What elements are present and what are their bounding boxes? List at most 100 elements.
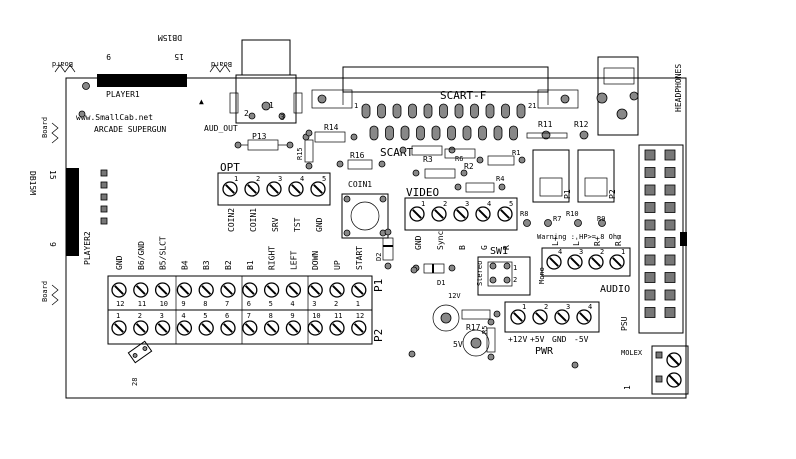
- board-mark-1: Board: [52, 60, 73, 68]
- svg-text:2: 2: [513, 276, 517, 284]
- jamma-p1-pin-number: 3: [312, 300, 316, 308]
- jamma-signal-label: B6/GND: [137, 241, 146, 270]
- scart-pin: [447, 125, 456, 141]
- opt-signal-label: SRV: [271, 217, 280, 232]
- opt-pin-number: 2: [256, 175, 260, 183]
- video-pin-number: 5: [509, 200, 513, 208]
- psu-pin: [644, 219, 656, 231]
- resistor-r1: R1: [476, 149, 526, 166]
- resistor-r5: R5: [481, 318, 496, 361]
- pin15-top: 15: [174, 52, 184, 61]
- audio-pin-number: 4: [558, 248, 562, 256]
- resistor-r14: R14: [302, 123, 358, 143]
- svg-text:R3: R3: [423, 155, 433, 164]
- svg-text:12V: 12V: [448, 292, 461, 300]
- scart-f-label: SCART-F: [440, 89, 486, 102]
- scart-pin: [408, 103, 417, 119]
- pwr-pin-number: 4: [588, 303, 592, 311]
- scart-pin: [361, 103, 371, 119]
- jamma-signal-label: UP: [333, 260, 342, 270]
- psu-pin: [644, 149, 656, 161]
- diode-d1: D1: [412, 263, 456, 287]
- coin1-label: COIN1: [348, 180, 372, 189]
- jamma-p2-pin-number: 2: [138, 312, 142, 320]
- jamma-p1-pin-number: 5: [269, 300, 273, 308]
- pwr-pin-number: 1: [522, 303, 526, 311]
- audio-pin-number: 2: [600, 248, 604, 256]
- jamma-p2-pin-number: 12: [356, 312, 364, 320]
- scart-label: SCART: [380, 146, 413, 159]
- jamma-p1-pin-number: 2: [334, 300, 338, 308]
- jamma-p1-pin-number: 6: [247, 300, 251, 308]
- jamma-p2-pin-number: 6: [225, 312, 229, 320]
- psu-pin: [644, 167, 656, 178]
- jamma-p2-pin-number: 9: [290, 312, 294, 320]
- p1-label: P1: [372, 279, 385, 292]
- scart-pin: [454, 103, 464, 119]
- svg-text:R2: R2: [464, 162, 474, 171]
- scart-pin: [439, 103, 448, 119]
- psu-pin: [664, 149, 676, 161]
- opt-signal-label: COIN2: [227, 208, 236, 232]
- psu-pin: [664, 202, 676, 213]
- pwr-signal-label: +12V: [508, 335, 527, 344]
- video-signal-label: GND: [414, 235, 423, 250]
- opt-pin-number: 4: [300, 175, 304, 183]
- coin1-button: [341, 193, 389, 239]
- jamma-p1-pin-number: 11: [138, 300, 146, 308]
- pin15-left: 15: [48, 170, 57, 180]
- audio-signal-label: L-: [572, 236, 581, 246]
- jamma-p1-pin-number: 10: [160, 300, 168, 308]
- resistor-r3: R3: [399, 145, 456, 164]
- psu-pin: [644, 202, 656, 213]
- video-signal-label: R: [502, 245, 511, 250]
- pwr-signal-label: GND: [552, 335, 567, 344]
- pwr-pin-number: 3: [566, 303, 570, 311]
- board-mark-3: Board: [41, 117, 49, 138]
- svg-text:R17: R17: [466, 323, 481, 332]
- small-chip: [127, 340, 153, 364]
- svg-text:R1: R1: [512, 149, 520, 157]
- svg-text:1: 1: [513, 264, 517, 272]
- video-pin-number: 2: [443, 200, 447, 208]
- svg-text:Stereo: Stereo: [476, 261, 484, 286]
- db15-left-label: DB15M: [28, 171, 37, 195]
- psu-1-label: 1: [623, 385, 632, 390]
- audio-pin-number: 1: [621, 248, 625, 256]
- psu-pin: [644, 289, 656, 301]
- svg-text:R9: R9: [597, 215, 605, 223]
- video-signal-label: B: [458, 245, 467, 250]
- jamma-signal-label: START: [355, 246, 364, 270]
- opt-pin-number: 3: [278, 175, 282, 183]
- jamma-signal-label: GND: [115, 255, 124, 270]
- resistor-r4: R4: [454, 175, 506, 193]
- video-signal-label: Sync: [436, 231, 445, 250]
- aud-pin-1: 1: [269, 101, 274, 110]
- svg-text:P1: P1: [563, 189, 572, 199]
- scart-pin: [509, 125, 518, 141]
- svg-text:5V: 5V: [453, 340, 463, 349]
- diode-d2: D2: [375, 228, 394, 270]
- scart-pin: [369, 125, 379, 141]
- svg-text:R14: R14: [324, 123, 339, 132]
- product-label: ARCADE SUPERGUN: [94, 125, 166, 134]
- aud-out-label: AUD_OUT: [204, 124, 238, 133]
- resistor-p13: P13: [234, 132, 294, 151]
- r11-label: R11: [538, 120, 553, 129]
- jamma-signal-label: DOWN: [311, 251, 320, 270]
- svg-text:R16: R16: [350, 151, 365, 160]
- opt-pin-number: 1: [234, 175, 238, 183]
- player2-pads: [100, 169, 108, 225]
- jamma-signal-label: B1: [246, 260, 255, 270]
- psu-pin: [664, 237, 676, 248]
- pwr-pin-number: 2: [544, 303, 548, 311]
- molex-connector: [651, 345, 689, 395]
- jamma-signal-label: B4: [180, 260, 189, 270]
- video-signal-label: G: [480, 245, 489, 250]
- opt-pin-number: 5: [322, 175, 326, 183]
- psu-connector: PSU: [620, 144, 687, 334]
- audio-signal-label: R+: [593, 236, 602, 246]
